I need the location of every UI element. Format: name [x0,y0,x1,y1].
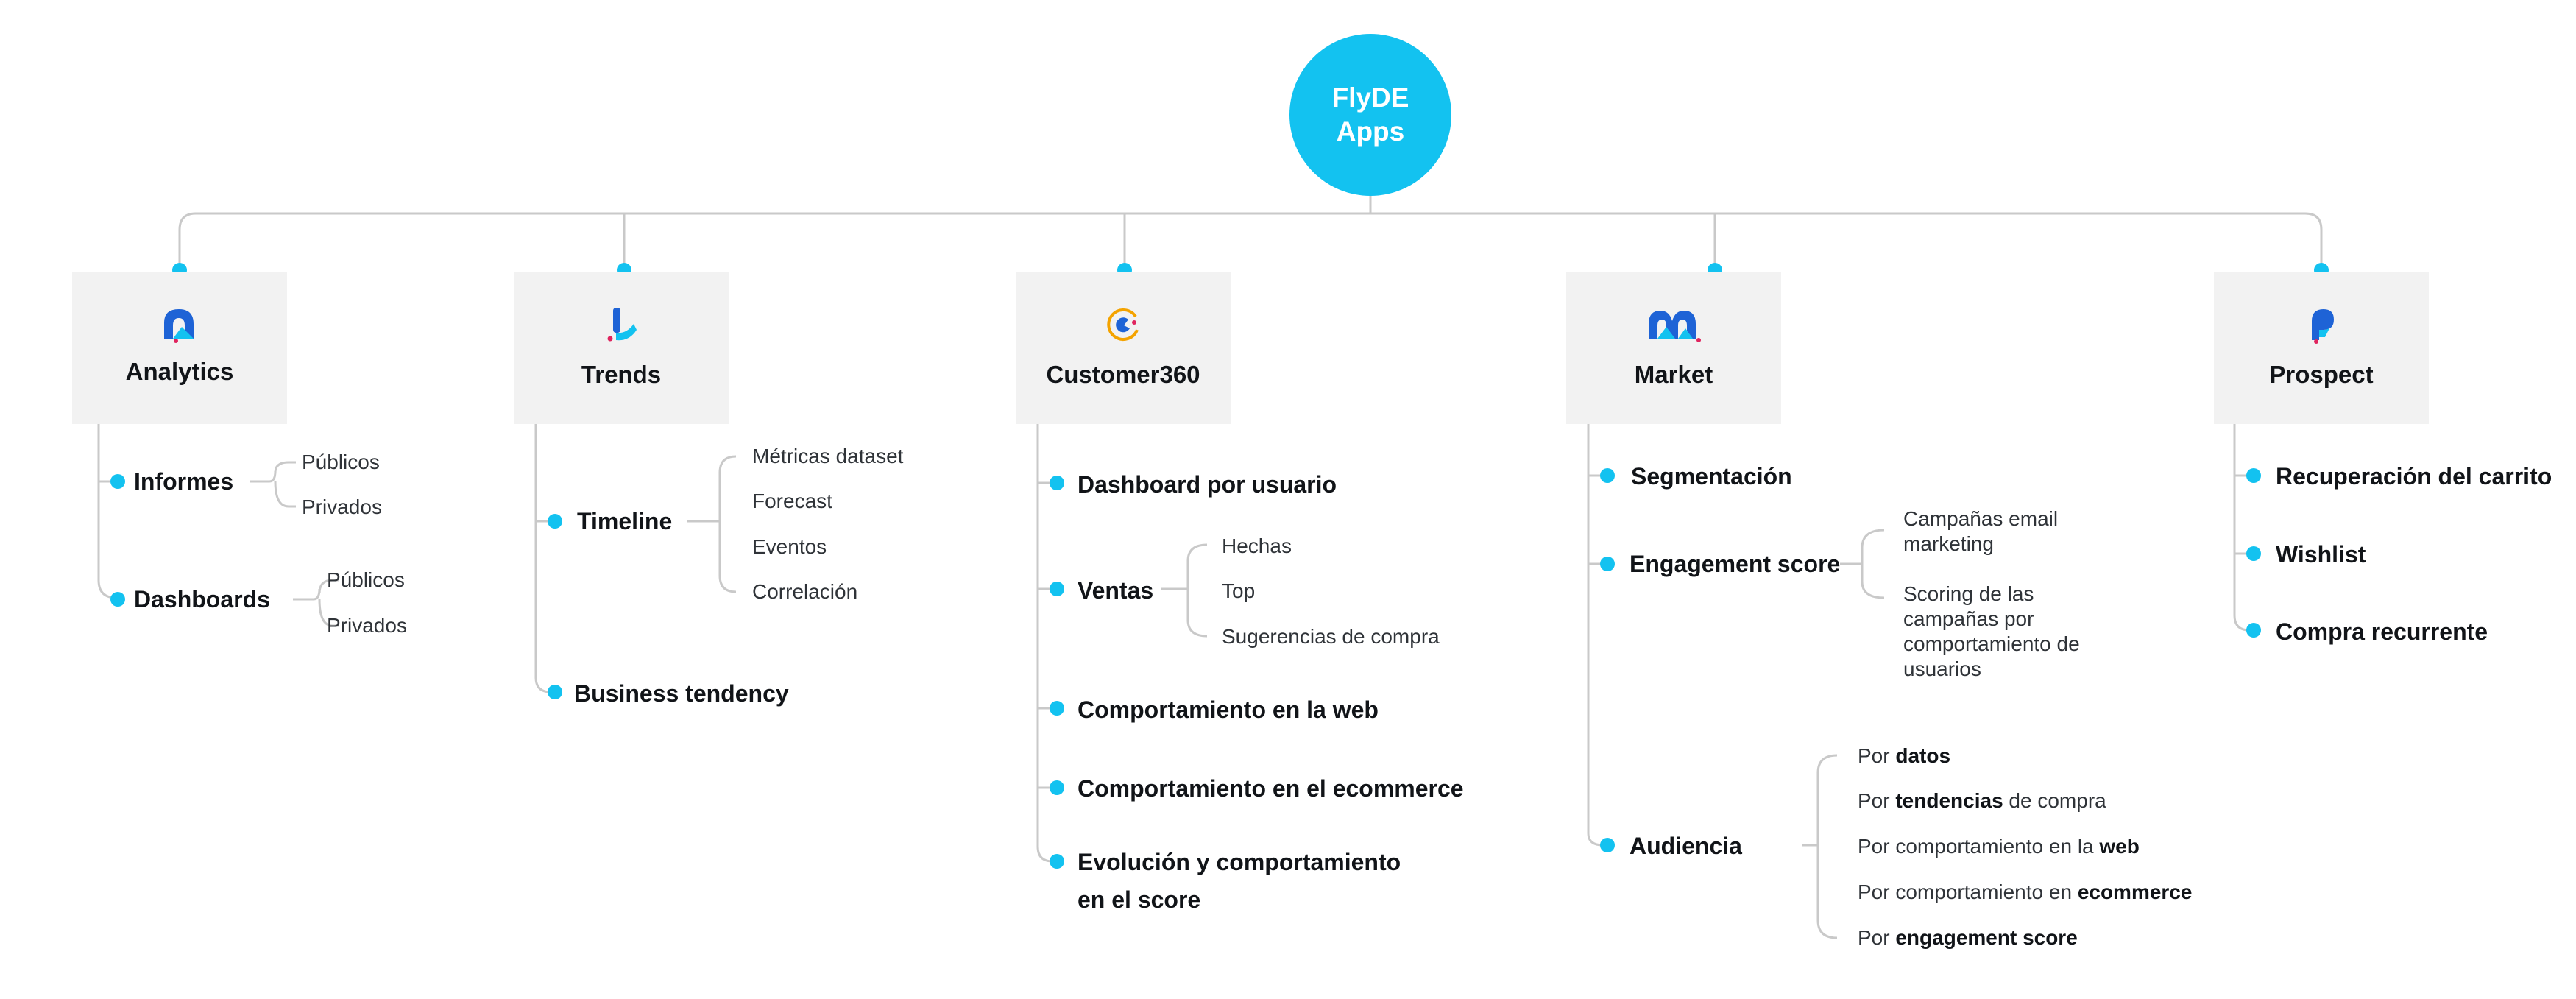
informes-publicos: Públicos [302,451,380,473]
audiencia-por-engagement: Por engagement score [1858,926,2078,949]
prospect-title: Prospect [2269,361,2374,388]
ventas-sugerencias: Sugerencias de compra [1222,625,1440,648]
customer360-title: Customer360 [1046,361,1200,388]
prospect-logo-icon [2312,309,2334,344]
analytics-card: Analytics [72,272,287,424]
timeline-metricas: Métricas dataset [752,445,904,467]
trends-timeline: Timeline [577,508,673,534]
market-card: Market [1566,272,1781,424]
market-stem [1587,424,1604,847]
timeline-forecast: Forecast [752,490,832,512]
analytics-dashboards: Dashboards [134,586,270,613]
prospect-compra-recurrente: Compra recurrente [2276,618,2488,645]
informes-privados: Privados [302,495,382,518]
analytics-stem [97,424,117,599]
market-segmentacion: Segmentación [1631,463,1792,490]
ventas-top: Top [1222,579,1256,602]
c360-evolucion-line2: en el score [1078,886,1201,913]
audiencia-por-ecommerce: Por comportamiento en ecommerce [1858,880,2193,903]
analytics-title: Analytics [125,358,234,385]
ventas-hechas: Hechas [1222,534,1292,557]
trends-business-tendency: Business tendency [574,680,789,707]
c360-dashboard-por-usuario: Dashboard por usuario [1078,471,1337,498]
prospect-card: Prospect [2214,272,2429,424]
prospect-recuperacion-carrito: Recuperación del carrito [2276,463,2552,490]
trends-stem [534,424,551,693]
market-logo-icon [1649,311,1701,342]
audiencia-por-web: Por comportamiento en la web [1858,835,2140,858]
c360-ventas: Ventas [1078,577,1154,604]
engagement-scoring-campanas: Scoring de las campañas por comportamien… [1903,582,2080,680]
audiencia-por-tendencias: Por tendencias de compra [1858,789,2106,812]
timeline-eventos: Eventos [752,535,827,558]
dashboards-publicos: Públicos [327,568,405,591]
c360-evolucion-line1: Evolución y comportamiento [1078,849,1401,875]
trends-title: Trends [581,361,662,388]
analytics-logo-icon [164,309,194,343]
trends-logo-icon [607,308,637,342]
market-title: Market [1634,361,1713,388]
audiencia-por-datos: Por datos [1858,744,1951,767]
engagement-campanas-email: Campañas email marketing [1903,507,2059,555]
customer360-stem [1036,424,1053,863]
market-engagement-score: Engagement score [1630,551,1841,577]
c360-comportamiento-web: Comportamiento en la web [1078,696,1379,723]
analytics-informes: Informes [134,468,234,495]
market-audiencia: Audiencia [1630,833,1742,859]
root-node: FlyDE Apps [1289,34,1451,196]
trends-card: Trends [514,272,729,424]
dashboards-privados: Privados [327,614,407,637]
customer360-logo-icon [1107,308,1139,341]
c360-comportamiento-ecommerce: Comportamiento en el ecommerce [1078,775,1464,802]
customer360-card: Customer360 [1016,272,1231,424]
prospect-stem [2233,424,2250,632]
prospect-wishlist: Wishlist [2276,541,2366,568]
timeline-correlacion: Correlación [752,580,858,603]
top-branch-line [178,212,2323,272]
